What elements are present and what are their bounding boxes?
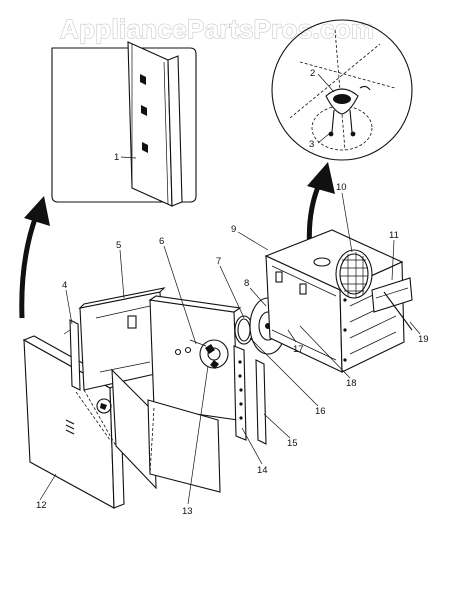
label-part-1: 1 bbox=[114, 152, 119, 163]
label-part-9: 9 bbox=[231, 224, 236, 235]
fan-grille bbox=[335, 249, 373, 299]
label-part-14: 14 bbox=[257, 465, 268, 476]
label-part-17: 17 bbox=[293, 344, 304, 355]
label-part-8: 8 bbox=[244, 278, 249, 289]
label-part-18: 18 bbox=[346, 378, 357, 389]
element-bracket bbox=[371, 277, 413, 331]
side-bracket bbox=[63, 319, 111, 441]
watermark-text: AppliancePartsPros.com bbox=[60, 14, 374, 44]
label-part-12: 12 bbox=[36, 500, 47, 511]
label-part-13: 13 bbox=[182, 506, 193, 517]
inset-door-panel bbox=[51, 41, 197, 207]
label-part-6: 6 bbox=[159, 236, 164, 247]
label-part-4: 4 bbox=[62, 280, 67, 291]
vertical-strips bbox=[233, 345, 267, 445]
label-part-10: 10 bbox=[336, 182, 347, 193]
label-part-19: 19 bbox=[418, 334, 429, 345]
label-part-15: 15 bbox=[287, 438, 298, 449]
leader-lines bbox=[39, 73, 421, 505]
label-part-3: 3 bbox=[309, 139, 314, 150]
label-part-2: 2 bbox=[310, 68, 315, 79]
label-part-11: 11 bbox=[389, 230, 399, 241]
rear-panel-with-motor bbox=[147, 295, 242, 493]
part-labels: 1 2 3 4 5 6 7 8 9 10 11 12 13 14 15 16 1… bbox=[36, 68, 429, 517]
arrow-to-door-inset bbox=[19, 196, 50, 319]
inset-light-socket bbox=[271, 19, 413, 161]
label-part-7: 7 bbox=[216, 256, 221, 267]
label-part-5: 5 bbox=[116, 240, 121, 251]
label-part-16: 16 bbox=[315, 406, 326, 417]
